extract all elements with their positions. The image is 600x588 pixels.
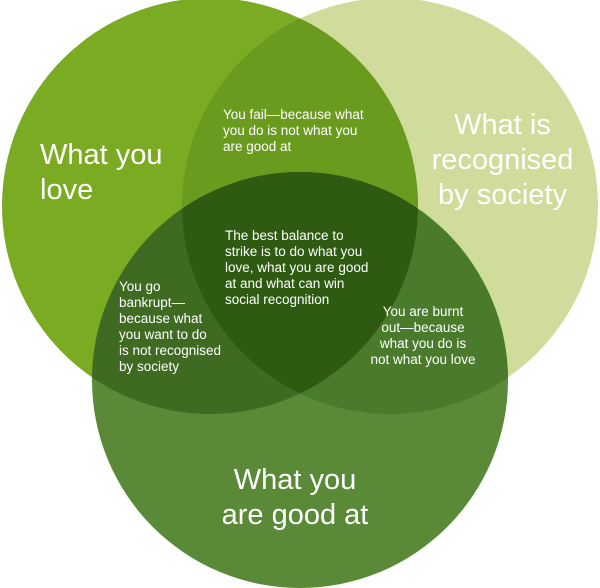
label-recognised-by-society: What is recognised by society — [431, 109, 574, 211]
overlap-center — [182, 172, 418, 414]
label-best-balance: The best balance to strike is to do what… — [225, 228, 369, 307]
label-you-go-bankrupt: You go bankrupt— because what you want t… — [119, 279, 222, 374]
label-what-you-love: What you love — [40, 139, 163, 206]
label-you-are-burnt-out: You are burnt out—because what you do is… — [370, 304, 476, 367]
label-what-you-are-good-at: What you are good at — [221, 464, 369, 531]
label-you-fail: You fail—because what you do is not what… — [223, 107, 364, 154]
